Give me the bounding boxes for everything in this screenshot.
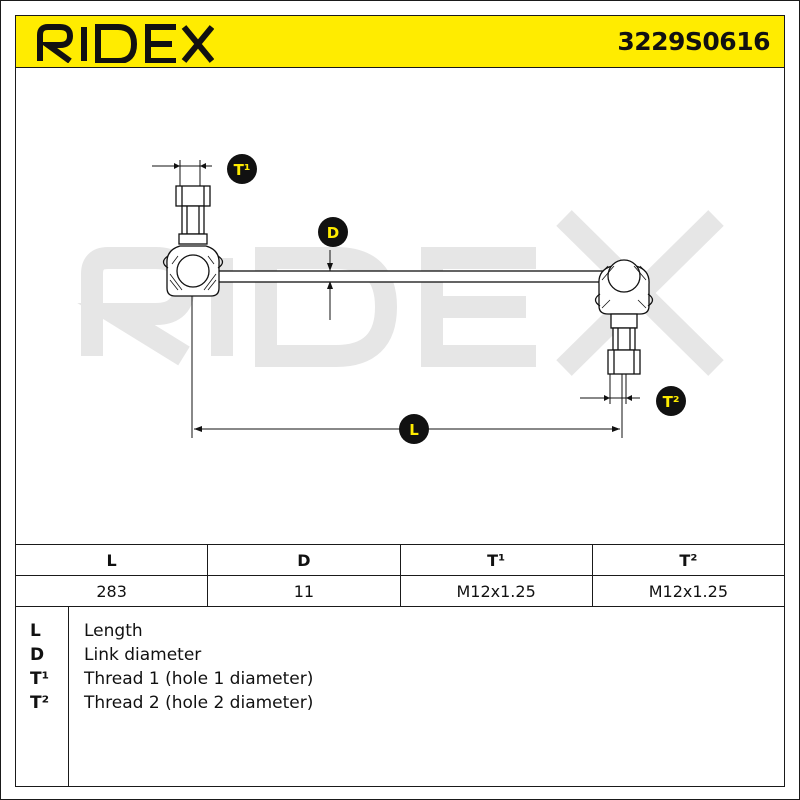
spec-header-l: L [14,544,209,576]
legend-item: T¹ Thread 1 (hole 1 diameter) [16,669,786,693]
legend-desc: Thread 2 (hole 2 diameter) [84,693,314,713]
legend-key: T² [30,693,50,713]
legend-key: T¹ [30,669,50,689]
left-joint [162,185,224,297]
legend-desc: Thread 1 (hole 1 diameter) [84,669,314,689]
callout-d-label: D [327,224,339,242]
spec-table: L D T¹ T² 283 11 M12x1.25 M12x1.25 [14,544,786,607]
spec-value-d: 11 [207,575,401,607]
spec-value-t1: M12x1.25 [399,575,593,607]
callout-l: L [399,414,429,444]
legend-item: T² Thread 2 (hole 2 diameter) [16,693,786,717]
drawing-canvas: T¹ D L T² [77,154,724,444]
spec-table-header-row: L D T¹ T² [14,544,786,576]
part-number: 3229S0616 [617,27,770,56]
callout-t2: T² [656,386,686,416]
callout-t1-label: T¹ [234,161,251,179]
legend-divider [68,607,69,787]
spec-value-l: 283 [14,575,209,607]
legend-key: L [30,621,41,641]
header-bar: 3229S0616 [15,15,785,68]
spec-value-t2: M12x1.25 [591,575,786,607]
link-rod [215,270,609,283]
spec-header-d: D [207,544,401,576]
legend-key: D [30,645,45,665]
spec-header-t1: T¹ [399,544,593,576]
legend-item: L Length [16,621,786,645]
callout-t2-label: T² [663,393,680,411]
legend: L Length D Link diameter T¹ Thread 1 (ho… [15,607,785,787]
right-joint [594,259,654,375]
ridex-logo [37,24,214,63]
callout-t1: T¹ [227,154,257,184]
callout-l-label: L [409,421,419,439]
legend-desc: Link diameter [84,645,202,665]
callout-d: D [318,217,348,247]
legend-desc: Length [84,621,143,641]
spec-table-value-row: 283 11 M12x1.25 M12x1.25 [14,575,786,607]
technical-drawing: T¹ D L T² [15,68,785,544]
spec-header-t2: T² [591,544,786,576]
legend-item: D Link diameter [16,645,786,669]
